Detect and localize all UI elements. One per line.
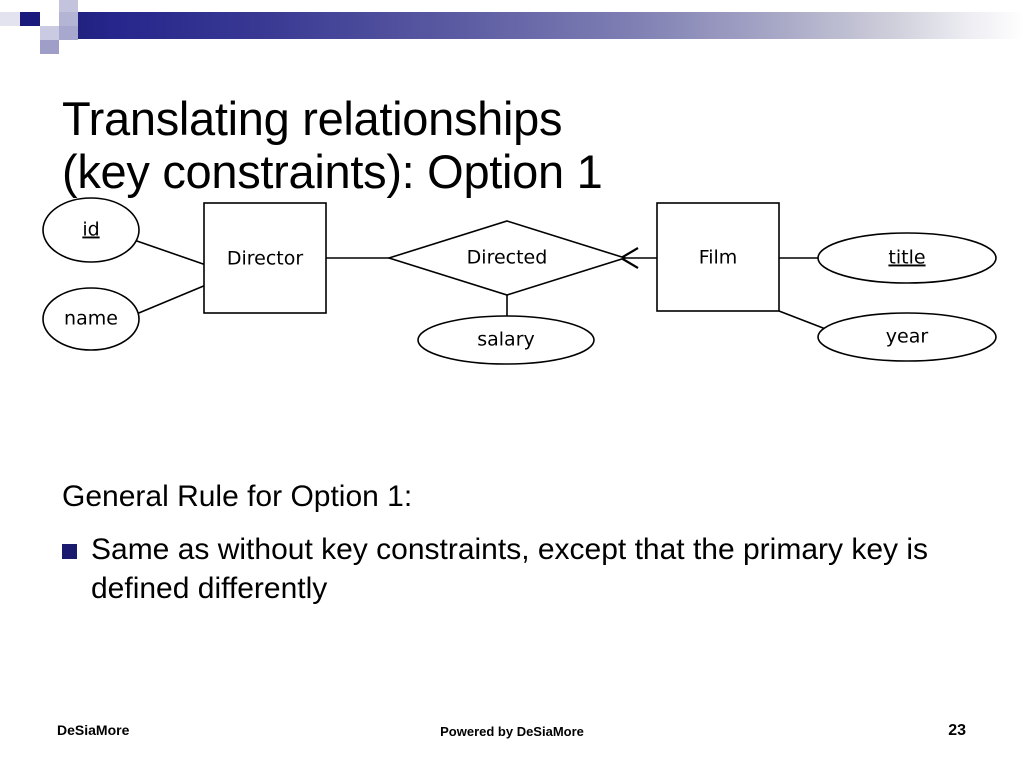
header-decoration (0, 0, 1024, 64)
header-gradient-bar (57, 12, 1024, 39)
deco-square-mid-b (59, 0, 78, 12)
connector-id-director (133, 239, 207, 266)
entity-film[interactable] (656, 202, 780, 312)
connector-name-director (133, 284, 207, 316)
deco-square-mid-f (59, 26, 78, 40)
attribute-name-label: name (64, 308, 118, 330)
bullet-item: Same as without key constraints, except … (62, 530, 982, 608)
er-diagram: Director Film Directed id name salary ti… (0, 185, 1024, 380)
footer-powered-by: Powered by DeSiaMore (440, 724, 584, 739)
deco-square-mid-g (40, 40, 59, 54)
rule-heading: General Rule for Option 1: (62, 480, 413, 513)
footer-brand: DeSiaMore (57, 722, 130, 738)
attribute-name[interactable] (42, 287, 140, 351)
attribute-id-label: id (82, 219, 99, 241)
entity-director[interactable] (203, 202, 327, 314)
bullet-text: Same as without key constraints, except … (91, 532, 929, 605)
body-content: General Rule for Option 1: Same as witho… (62, 478, 982, 608)
deco-square-mid-d (59, 12, 78, 26)
attribute-year[interactable] (817, 312, 997, 362)
entity-director-label: Director (227, 248, 304, 270)
attribute-id[interactable] (42, 197, 140, 263)
footer: DeSiaMore Powered by DeSiaMore 23 (0, 722, 1024, 752)
deco-square-pale-b (0, 0, 6, 12)
attribute-salary[interactable] (417, 315, 595, 365)
entity-film-label: Film (699, 247, 738, 269)
relationship-directed-label: Directed (467, 247, 548, 269)
deco-square-mid-a (40, 0, 59, 12)
deco-square-mid-c (40, 12, 59, 26)
attribute-year-label: year (886, 326, 929, 348)
deco-square-mid-e (40, 26, 59, 40)
deco-square-navy (20, 12, 40, 26)
attribute-title-label: title (888, 247, 925, 269)
page-title: Translating relationships (key constrain… (62, 92, 603, 199)
attribute-salary-label: salary (477, 329, 535, 351)
bullet-square-icon (62, 543, 77, 559)
relationship-directed[interactable] (386, 220, 628, 296)
attribute-title[interactable] (817, 232, 997, 284)
deco-square-pale-a (0, 12, 20, 26)
footer-page-number: 23 (948, 722, 966, 739)
